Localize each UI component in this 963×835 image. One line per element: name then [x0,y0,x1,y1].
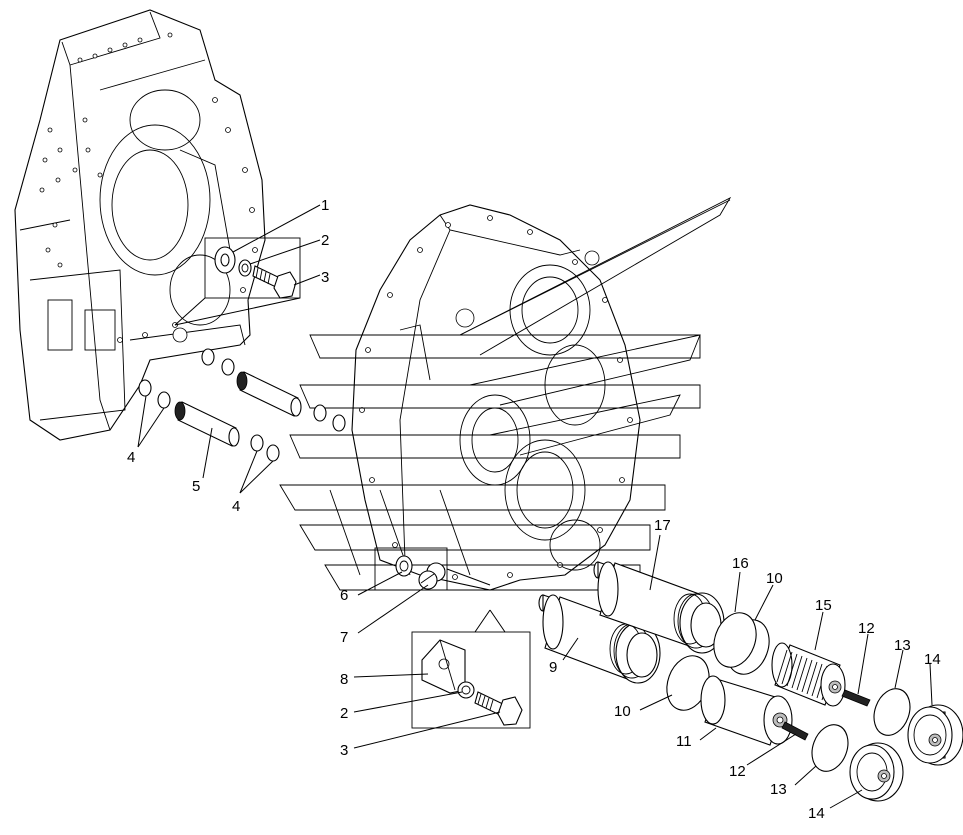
filter-part-11 [700,675,793,746]
cap-part-14 [849,704,963,802]
lock-washer-part-2b [457,681,475,699]
spring-part-12 [781,689,871,741]
callout-3: 3 [340,742,348,759]
callout-12: 12 [858,620,875,637]
callout-15: 15 [815,597,832,614]
callout-14: 14 [924,651,941,668]
callout-7: 7 [340,629,348,646]
callout-2: 2 [340,705,348,722]
left-gearbox-housing [14,9,266,441]
callout-4: 4 [232,498,240,515]
callout-labels: 1 2 3 4 5 4 6 7 8 2 3 9 10 11 17 16 10 1… [127,197,941,822]
o-ring-4 [138,348,346,462]
callout-13: 13 [894,637,911,654]
callout-12: 12 [729,763,746,780]
callout-1: 1 [321,197,329,214]
ring-part-16 [713,612,757,668]
bolt-part-3 [252,265,297,299]
filter-element-part-9 [538,594,661,684]
callout-4: 4 [127,449,135,466]
bolt-part-3b [474,691,523,726]
filter-element-part-17 [593,561,725,654]
callout-5: 5 [192,478,200,495]
bracket-part-8 [421,639,466,694]
callout-13: 13 [770,781,787,798]
callout-17: 17 [654,517,671,534]
plug-part-7 [418,562,446,590]
callout-10: 10 [614,703,631,720]
callout-6: 6 [340,587,348,604]
shaft-part-5 [174,371,302,447]
callout-8: 8 [340,671,348,688]
seal-part-6 [395,555,413,577]
leader-lines [137,204,933,809]
plug-group [374,547,491,591]
o-ring-part-13 [811,688,911,772]
callout-9: 9 [549,659,557,676]
shaft-assembly-left [138,348,346,462]
callout-10: 10 [766,570,783,587]
callout-11: 11 [676,733,692,750]
center-housing [351,204,641,591]
bracket-group [411,609,531,729]
callout-14: 14 [808,805,825,822]
washer-part-1 [214,246,236,274]
fastener-group-top [174,237,301,326]
threaded-filter-part-15 [771,642,846,707]
callout-3: 3 [321,269,329,286]
callout-2: 2 [321,232,329,249]
callout-16: 16 [732,555,749,572]
lock-washer-part-2 [238,259,252,277]
